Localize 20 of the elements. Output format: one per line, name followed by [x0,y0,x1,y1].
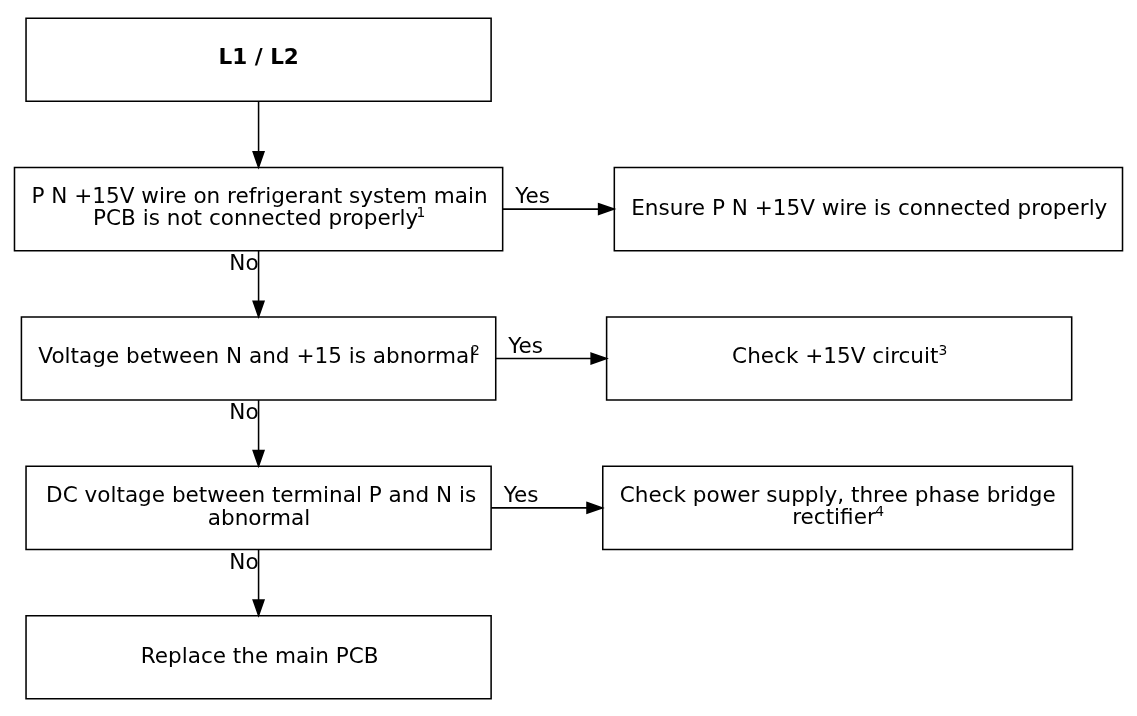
node-box: Check +15V circuit$^{3}$ [605,315,1073,401]
edge-label: Yes [508,332,543,358]
edge-label: Yes [515,182,550,208]
edge-label: No [229,398,259,424]
node-box: Check power supply, three phase bridge rectifier$^{4}$ [602,465,1074,550]
arrow [252,249,266,319]
arrow [490,500,605,514]
node-box: P N +15V wire on refrigerant system main PCB is not connected properly$^{1}$ [13,166,504,251]
edge-label: Yes [503,481,539,507]
arrow [495,351,609,365]
arrow [252,548,266,618]
arrow [252,100,266,170]
node-box: DC voltage between terminal P and N is abnormal [25,465,492,550]
arrow [501,202,617,216]
edge-label: No [229,548,259,574]
node-box: L1 / L2 [25,16,492,102]
node-box: Ensure P N +15V wire is connected properly [613,166,1124,251]
arrow [252,398,266,468]
edge-label: No [229,249,259,275]
node-box: Replace the main PCB [25,614,492,700]
